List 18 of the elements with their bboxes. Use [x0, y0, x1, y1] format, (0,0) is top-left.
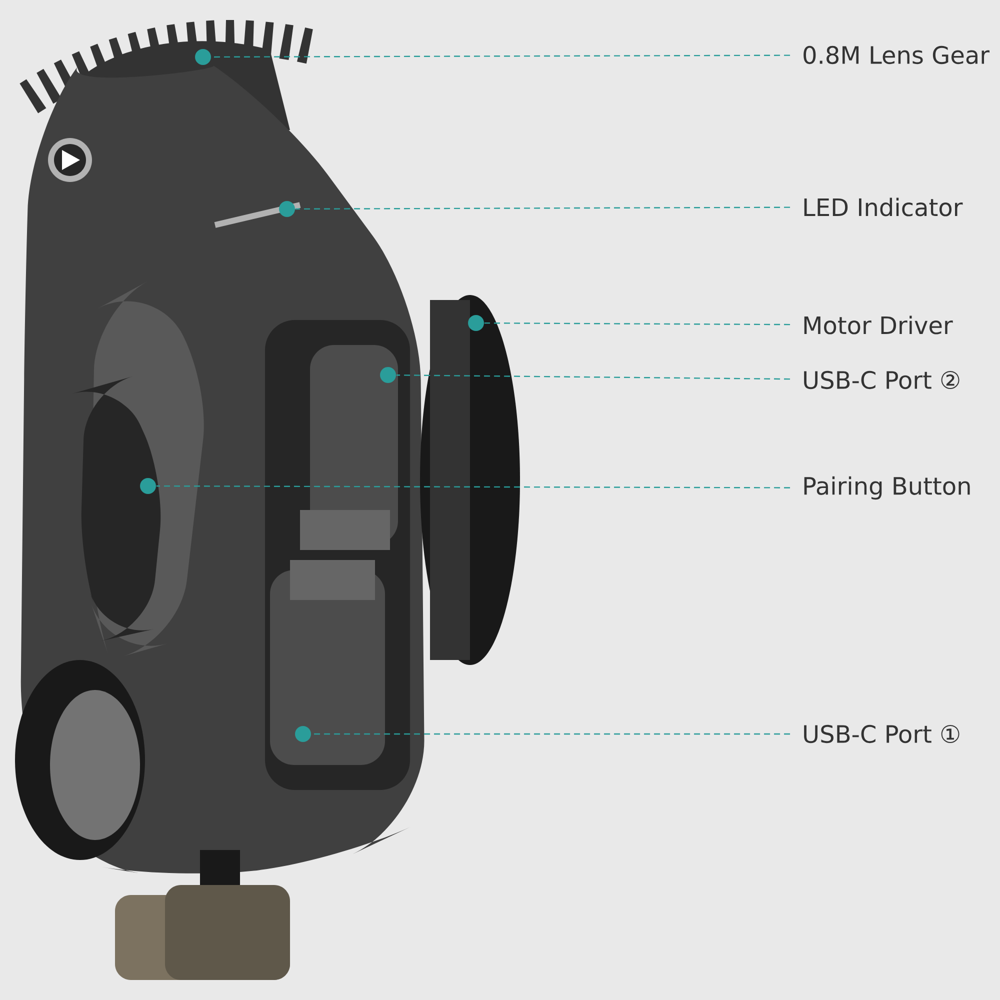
- leader-line: [484, 322, 790, 326]
- leader-line: [311, 733, 790, 735]
- callout-label: Pairing Button: [804, 476, 970, 500]
- callout-dot: [295, 726, 311, 742]
- leader-line: [156, 485, 790, 488]
- callout-label: Motor Driver: [804, 316, 953, 334]
- callout-dot: [279, 201, 295, 217]
- leader-line: [396, 374, 790, 380]
- callout-label: LED Indicator: [804, 198, 963, 216]
- callout-label: USB-C Port ②: [804, 370, 960, 390]
- callout-dot: [468, 315, 484, 331]
- leader-line: [295, 206, 790, 210]
- callout-dot: [140, 478, 156, 494]
- callout-dot: [195, 49, 211, 65]
- callout-dot: [380, 367, 396, 383]
- leader-line: [211, 54, 790, 58]
- callout-label: 0.8M Lens Gear: [804, 46, 990, 64]
- callout-label: USB-C Port ①: [804, 724, 960, 744]
